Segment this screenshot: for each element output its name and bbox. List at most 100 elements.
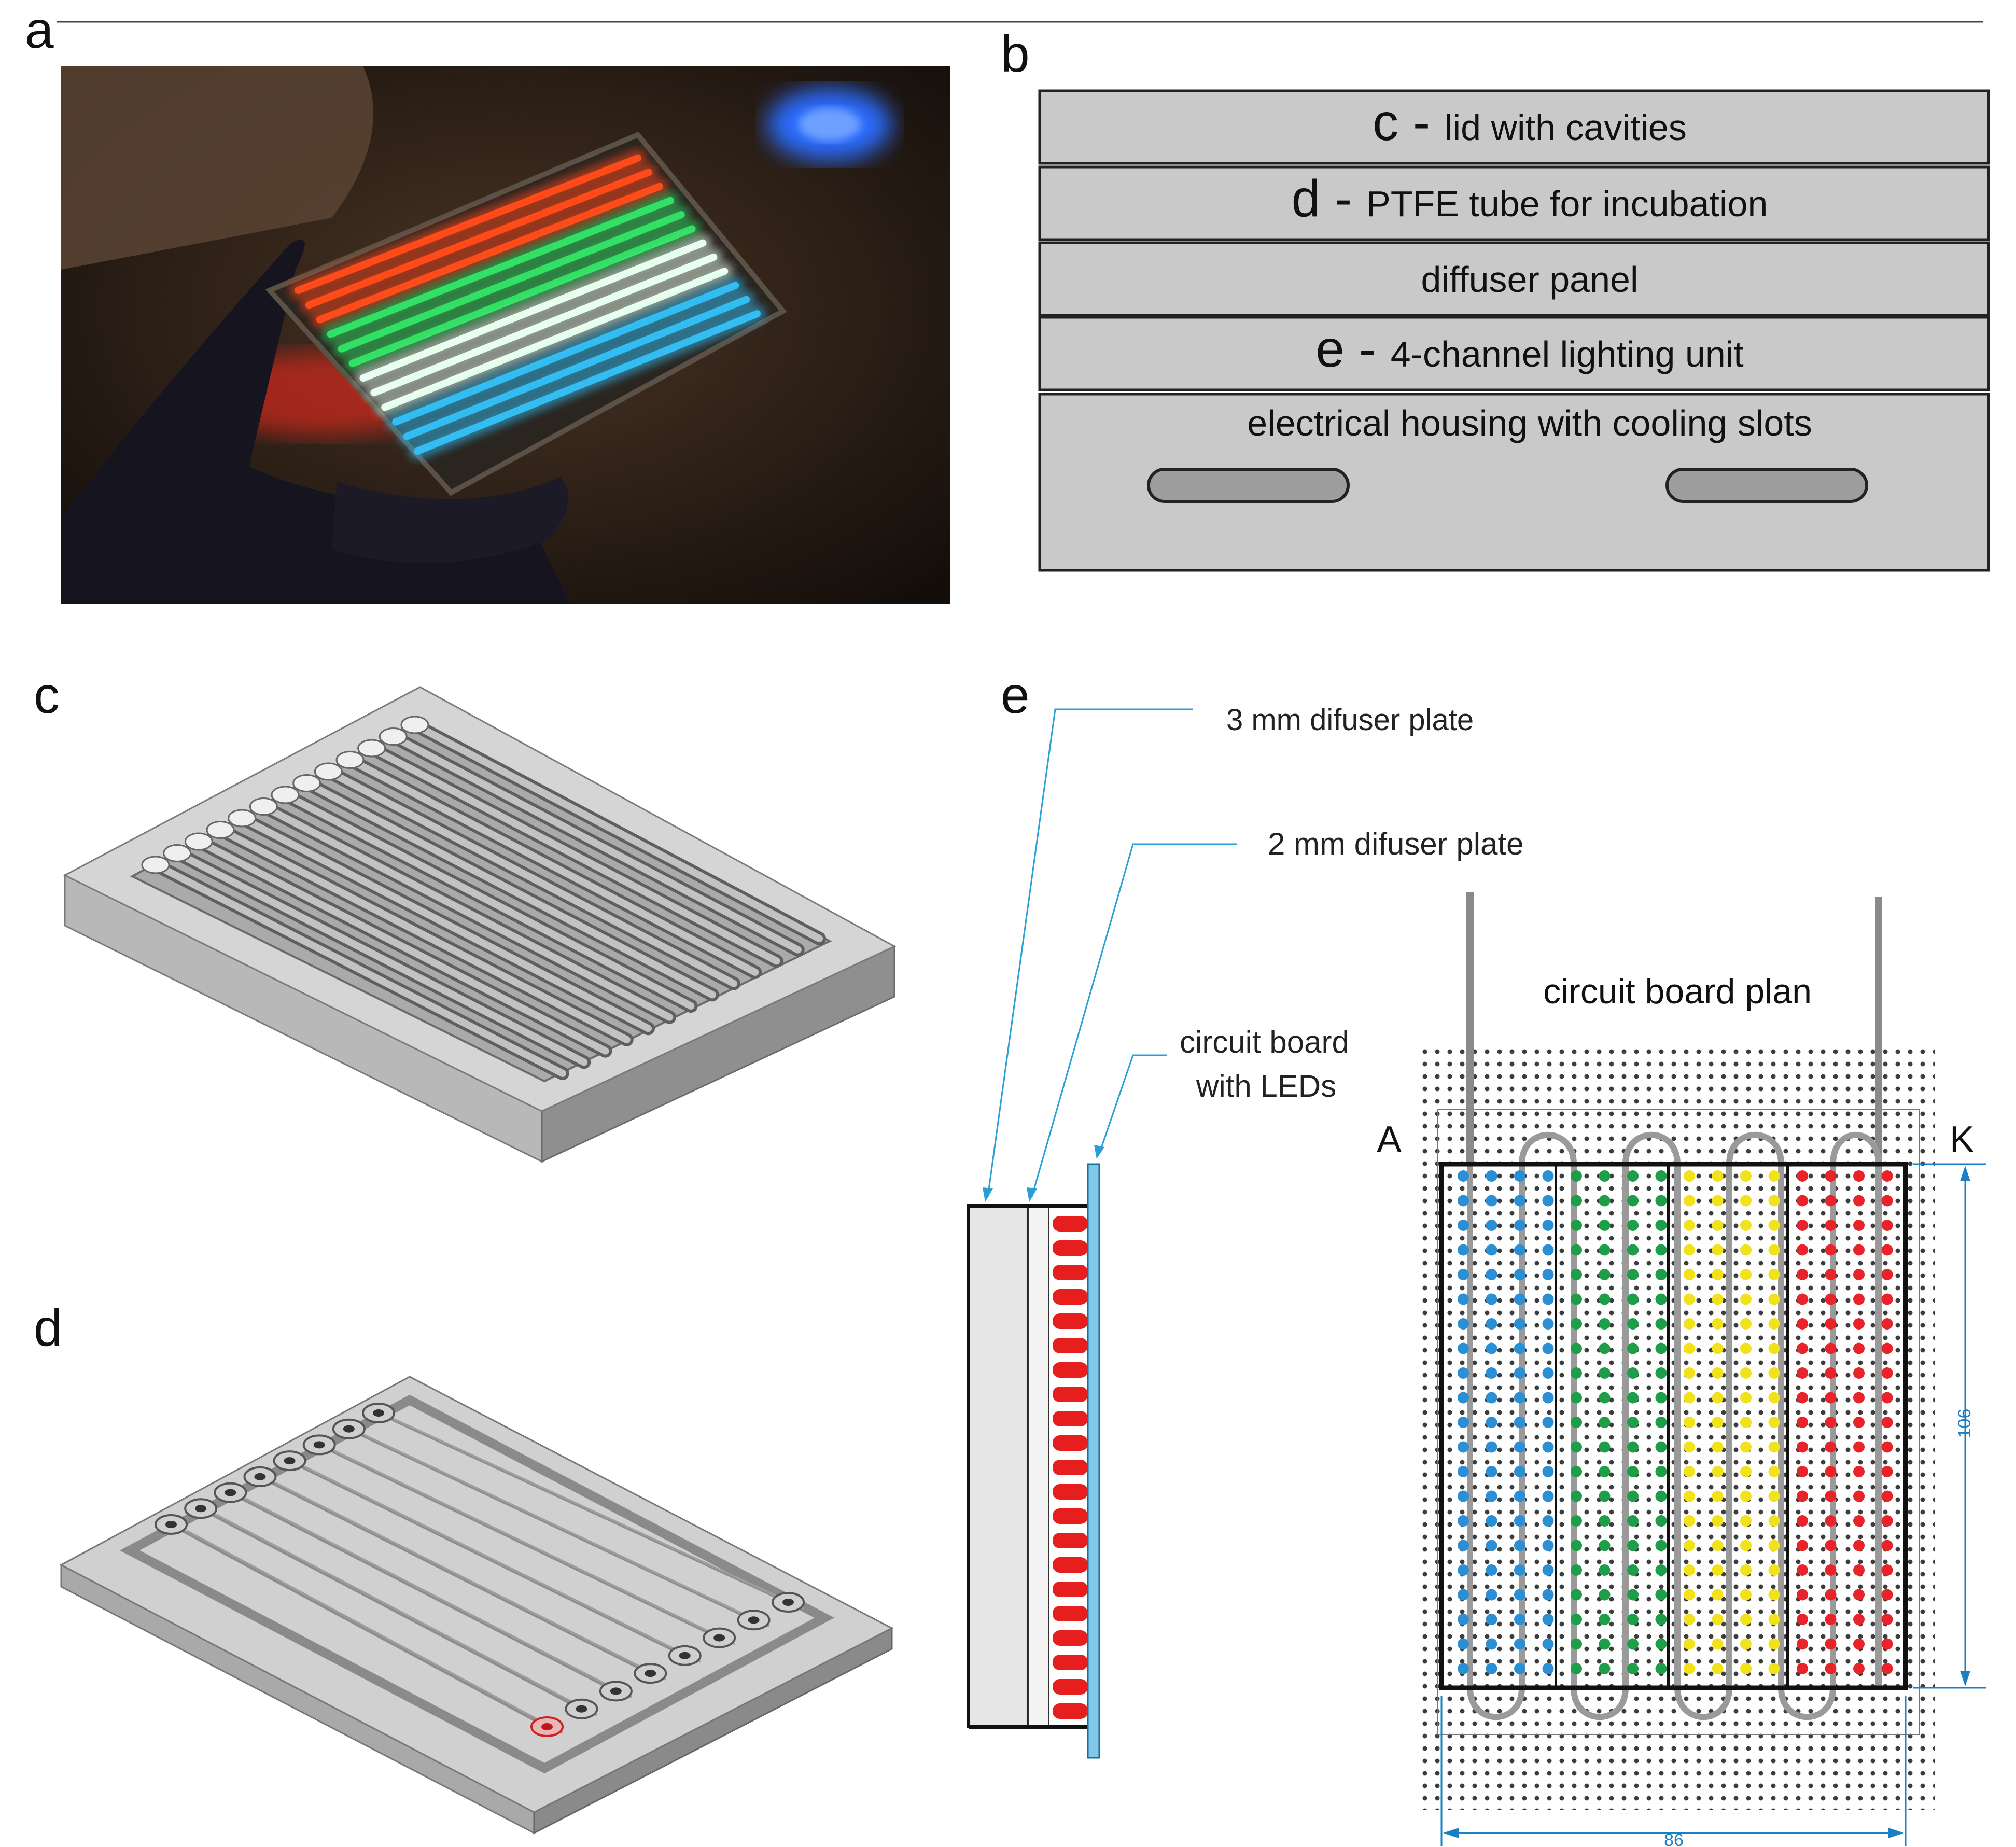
side-led: [1053, 1387, 1088, 1402]
tube-channel: [275, 1482, 667, 1681]
led-blue: [1486, 1417, 1497, 1428]
led-red: [1825, 1417, 1837, 1428]
led-green: [1571, 1490, 1582, 1502]
led-yellow: [1684, 1195, 1695, 1207]
led-yellow: [1712, 1441, 1724, 1453]
led-blue: [1542, 1515, 1554, 1527]
photo-panel: [61, 66, 950, 604]
led-blue: [1458, 1293, 1469, 1305]
led-green: [1627, 1663, 1639, 1674]
led-red: [1881, 1515, 1893, 1527]
led-blue: [1486, 1269, 1497, 1280]
side-led: [1053, 1240, 1088, 1256]
led-blue: [1458, 1589, 1469, 1601]
side-led: [1053, 1338, 1088, 1353]
led-red: [1825, 1244, 1837, 1256]
led-red: [1881, 1170, 1893, 1182]
led-blue: [1542, 1564, 1554, 1576]
glowing-tube: [305, 169, 652, 309]
led-blue: [1486, 1515, 1497, 1527]
led-blue: [1486, 1540, 1497, 1551]
pcb-edge: [1087, 1163, 1100, 1759]
led-blue: [1458, 1490, 1469, 1502]
led-green: [1655, 1293, 1667, 1305]
lid-cavity: [184, 832, 213, 851]
led-red: [1825, 1638, 1837, 1650]
panel-label-a: a: [25, 1, 54, 59]
led-red: [1881, 1564, 1893, 1576]
layer-text: PTFE tube for incubation: [1366, 184, 1768, 224]
tube-channel: [364, 1434, 770, 1628]
led-blue: [1458, 1220, 1469, 1231]
led-green: [1627, 1392, 1639, 1404]
led-yellow: [1768, 1441, 1780, 1453]
layer-prefix: d -: [1292, 170, 1366, 228]
layer-text: 4-channel lighting unit: [1391, 334, 1744, 374]
led-red: [1825, 1367, 1837, 1379]
led-yellow: [1684, 1269, 1695, 1280]
led-yellow: [1684, 1293, 1695, 1305]
led-green: [1627, 1589, 1639, 1601]
led-blue: [1542, 1269, 1554, 1280]
led-yellow: [1712, 1220, 1724, 1231]
tube-port: [541, 1723, 553, 1730]
led-red: [1853, 1293, 1865, 1305]
led-yellow: [1712, 1466, 1724, 1477]
led-green: [1655, 1244, 1667, 1256]
led-green: [1571, 1392, 1582, 1404]
layer-box: [1038, 89, 1990, 165]
led-yellow: [1740, 1269, 1752, 1280]
led-red: [1853, 1392, 1865, 1404]
glowing-tube: [348, 225, 696, 367]
lid-cavity: [249, 797, 278, 816]
led-yellow: [1740, 1367, 1752, 1379]
led-green: [1627, 1614, 1639, 1625]
led-yellow: [1712, 1490, 1724, 1502]
layer-label: d - PTFE tube for incubation: [1292, 170, 1768, 228]
lid-groove-highlight: [260, 803, 674, 1021]
led-green: [1655, 1269, 1667, 1280]
led-yellow: [1684, 1342, 1695, 1354]
led-blue: [1514, 1614, 1525, 1625]
led-red: [1825, 1589, 1837, 1601]
led-red: [1825, 1220, 1837, 1231]
led-red: [1825, 1540, 1837, 1551]
tube-port: [343, 1425, 355, 1433]
led-blue: [1542, 1466, 1554, 1477]
tube-port: [713, 1634, 725, 1642]
led-yellow: [1684, 1589, 1695, 1601]
led-blue: [1514, 1244, 1525, 1256]
tube-port: [225, 1489, 236, 1496]
led-yellow: [1712, 1515, 1724, 1527]
led-blue: [1486, 1564, 1497, 1576]
led-red: [1797, 1195, 1808, 1207]
led-green: [1655, 1515, 1667, 1527]
tube-port: [373, 1409, 384, 1417]
led-yellow: [1684, 1244, 1695, 1256]
glowing-tube: [338, 211, 685, 353]
led-blue: [1542, 1540, 1554, 1551]
tube-channel: [259, 1475, 651, 1675]
callout-line-pcb: [1098, 1054, 1167, 1154]
side-led: [1053, 1265, 1088, 1280]
side-led: [1053, 1362, 1088, 1378]
led-blue: [1486, 1318, 1497, 1330]
led-blue: [1542, 1614, 1554, 1625]
led-green: [1599, 1663, 1611, 1674]
led-red: [1853, 1220, 1865, 1231]
lid-cavity: [141, 856, 170, 874]
circuit-board-plan-title: circuit board plan: [1543, 972, 1812, 1011]
led-green: [1599, 1490, 1611, 1502]
led-green: [1599, 1293, 1611, 1305]
led-red: [1853, 1564, 1865, 1576]
led-yellow: [1768, 1614, 1780, 1625]
led-blue: [1486, 1490, 1497, 1502]
led-red: [1853, 1441, 1865, 1453]
tube-channel: [394, 1418, 804, 1610]
led-green: [1571, 1342, 1582, 1354]
led-green: [1599, 1269, 1611, 1280]
tube-channel: [216, 1514, 598, 1716]
layer-box: [1038, 165, 1990, 241]
led-red: [1797, 1663, 1808, 1674]
led-red: [1825, 1614, 1837, 1625]
